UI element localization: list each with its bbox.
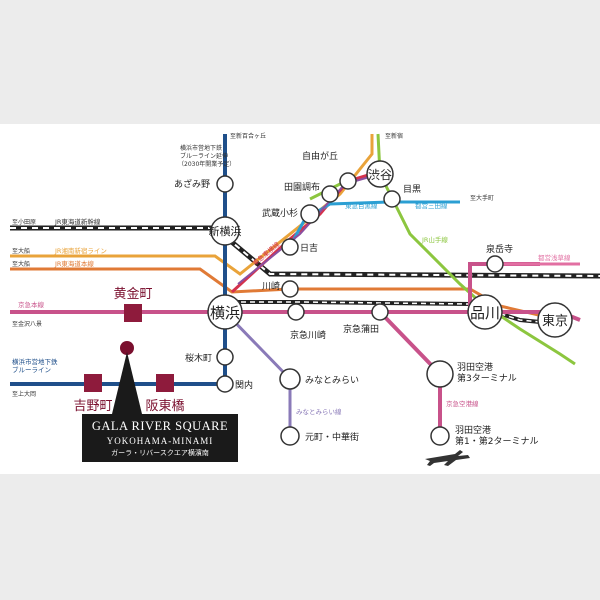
edge-otemachi: 至大手町 xyxy=(470,194,494,202)
station-sakuragicho xyxy=(216,348,234,366)
edge-blue-ext-3: （2030年開業予定） xyxy=(178,160,235,168)
edge-shinjuku: 至新宿 xyxy=(385,132,403,140)
label-meguro: 目黒 xyxy=(403,184,421,195)
station-haneda-t3 xyxy=(426,360,454,388)
station-kannai xyxy=(216,375,234,393)
label-shin-yokohama: 新横浜 xyxy=(209,224,242,238)
station-shin-yokohama xyxy=(210,216,240,246)
station-haneda-t12 xyxy=(430,426,450,446)
edge-blue-ext-2: ブルーライン延伸 xyxy=(180,152,228,160)
label-keikyu-kamata: 京急蒲田 xyxy=(343,323,379,335)
linelabel-keikyu: 京急本線 xyxy=(18,300,45,309)
edge-ofuna-2: 至大船 xyxy=(12,260,30,268)
property-pin xyxy=(120,341,134,355)
label-keikyu-kawasaki: 京急川崎 xyxy=(290,329,326,341)
logo-japanese: ガーラ・リバースクエア横濱南 xyxy=(111,448,209,457)
label-minatomirai: みなとみらい xyxy=(305,375,359,386)
linelabel-mita: 都営三田線 xyxy=(415,201,448,210)
edge-blue-ext-1: 横浜市営地下鉄 xyxy=(180,144,222,152)
label-mandaibashi: 阪東橋 xyxy=(145,398,184,414)
station-keikyu-kawasaki xyxy=(287,303,305,321)
line-shonan-shinjuku xyxy=(10,134,374,276)
station-hiyoshi xyxy=(281,238,299,256)
station-shinagawa xyxy=(467,294,503,330)
station-yokohama xyxy=(207,294,243,330)
label-haneda-t12-1: 羽田空港 xyxy=(455,424,491,436)
linelabel-meguro: 東急目黒線 xyxy=(345,201,378,210)
label-motomachi: 元町・中華街 xyxy=(305,431,359,443)
linelabel-keikyu-airport: 京急空港線 xyxy=(446,399,479,408)
label-kawasaki: 川崎 xyxy=(262,280,280,292)
label-sakuragicho: 桜木町 xyxy=(185,352,212,364)
linelabel-yamanote: JR山手線 xyxy=(421,235,448,244)
label-azamino: あざみ野 xyxy=(174,178,210,190)
edge-ofuna-1: 至大船 xyxy=(12,247,30,255)
station-denenchofu xyxy=(321,185,339,203)
station-mandaibashi-square xyxy=(156,374,174,392)
station-jiyugaoka xyxy=(339,172,357,190)
label-tokyo: 東京 xyxy=(542,313,568,329)
edge-kamiooka: 至上大岡 xyxy=(12,390,36,398)
station-minatomirai xyxy=(279,368,301,390)
linelabel-shinkansen: JR東海道新幹線 xyxy=(54,217,101,226)
airplane-icon xyxy=(425,450,470,466)
edge-shinyurigaoka: 至新百合ヶ丘 xyxy=(230,132,266,140)
station-koganecho-square xyxy=(124,304,142,322)
station-kawasaki xyxy=(281,280,299,298)
linelabel-blue-2: ブルーライン xyxy=(12,365,51,374)
route-map-svg: 横浜 新横浜 品川 東京 渋谷 目黒 自由が丘 田園調布 武蔵小杉 日吉 川崎 … xyxy=(10,132,600,466)
line-blue xyxy=(10,134,227,386)
linelabel-minatomirai: みなとみらい線 xyxy=(296,407,342,416)
label-hiyoshi: 日吉 xyxy=(300,243,318,254)
label-yokohama: 横浜 xyxy=(210,304,240,322)
station-shibuya xyxy=(366,160,394,188)
linelabel-shonan: JR湘南新宿ライン xyxy=(54,246,107,255)
label-koganecho: 黄金町 xyxy=(113,286,152,302)
station-sengakuji xyxy=(486,255,504,273)
station-motomachi xyxy=(280,426,300,446)
label-haneda-t3-1: 羽田空港 xyxy=(457,361,493,373)
label-shibuya: 渋谷 xyxy=(368,168,392,182)
label-haneda-t3-2: 第3ターミナル xyxy=(457,372,517,384)
label-kannai: 関内 xyxy=(235,379,253,391)
edge-odawara: 至小田原 xyxy=(12,218,36,226)
logo-subtitle: YOKOHAMA-MINAMI xyxy=(106,435,214,446)
station-yoshinocho-square xyxy=(84,374,102,392)
line-tokyu-meguro xyxy=(288,200,460,247)
station-tokyo xyxy=(537,302,573,338)
label-musashikosugi: 武蔵小杉 xyxy=(262,207,298,219)
station-azamino xyxy=(216,175,234,193)
linelabel-asakusa: 都営浅草線 xyxy=(538,253,571,262)
label-sengakuji: 泉岳寺 xyxy=(486,243,513,255)
label-shinagawa: 品川 xyxy=(470,304,500,322)
label-yoshinocho: 吉野町 xyxy=(73,399,112,414)
linelabel-blue-1: 横浜市営地下鉄 xyxy=(12,357,58,366)
line-tokaido-shinkansen xyxy=(10,225,600,279)
label-denenchofu: 田園調布 xyxy=(284,181,320,193)
label-jiyugaoka: 自由が丘 xyxy=(302,150,338,162)
linelabel-tokaido: JR東海道本線 xyxy=(54,259,94,268)
logo-title: GALA RIVER SQUARE xyxy=(91,419,229,433)
label-haneda-t12-2: 第1・第2ターミナル xyxy=(455,435,538,447)
property-logo: GALA RIVER SQUARE YOKOHAMA-MINAMI ガーラ・リバ… xyxy=(82,414,238,462)
station-meguro xyxy=(383,190,401,208)
property-pin-beam xyxy=(112,352,142,414)
line-purple xyxy=(237,173,381,285)
station-musashikosugi xyxy=(300,204,320,224)
edge-kanazawa-hakkei: 至金沢八景 xyxy=(12,320,42,328)
station-keikyu-kamata xyxy=(371,303,389,321)
